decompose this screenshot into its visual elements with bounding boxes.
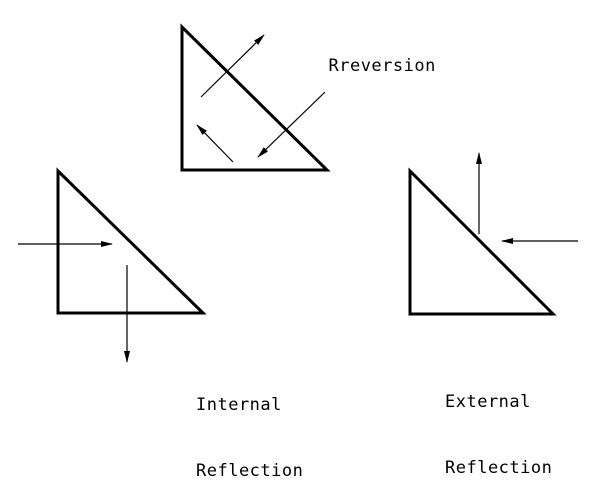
external-reflection-label-line1: External <box>445 392 531 412</box>
reversion-prism <box>180 23 331 172</box>
external-reflection-prism <box>408 167 557 316</box>
reversion-prism-group <box>180 23 331 172</box>
external-reflection-label: External Reflection <box>445 347 552 501</box>
internal-reflection-label: Internal Reflection <box>196 350 303 504</box>
external-reflection-label-line2: Reflection <box>445 458 553 478</box>
reversion-label-text: Rreversion <box>328 56 436 76</box>
prism-reflection-diagram <box>18 23 578 363</box>
reversion-outgoing-ray-arrow <box>200 34 265 98</box>
reversion-label: Rreversion <box>307 33 436 77</box>
internal-reflection-prism <box>56 167 207 315</box>
internal-reflection-prism-group <box>18 167 207 363</box>
external-reflection-prism-group <box>408 152 578 316</box>
internal-reflection-label-line2: Reflection <box>196 461 304 481</box>
reversion-incoming-ray-arrow <box>257 91 326 158</box>
reversion-inner-ray-arrow <box>196 124 234 163</box>
internal-reflection-label-line1: Internal <box>196 395 282 415</box>
